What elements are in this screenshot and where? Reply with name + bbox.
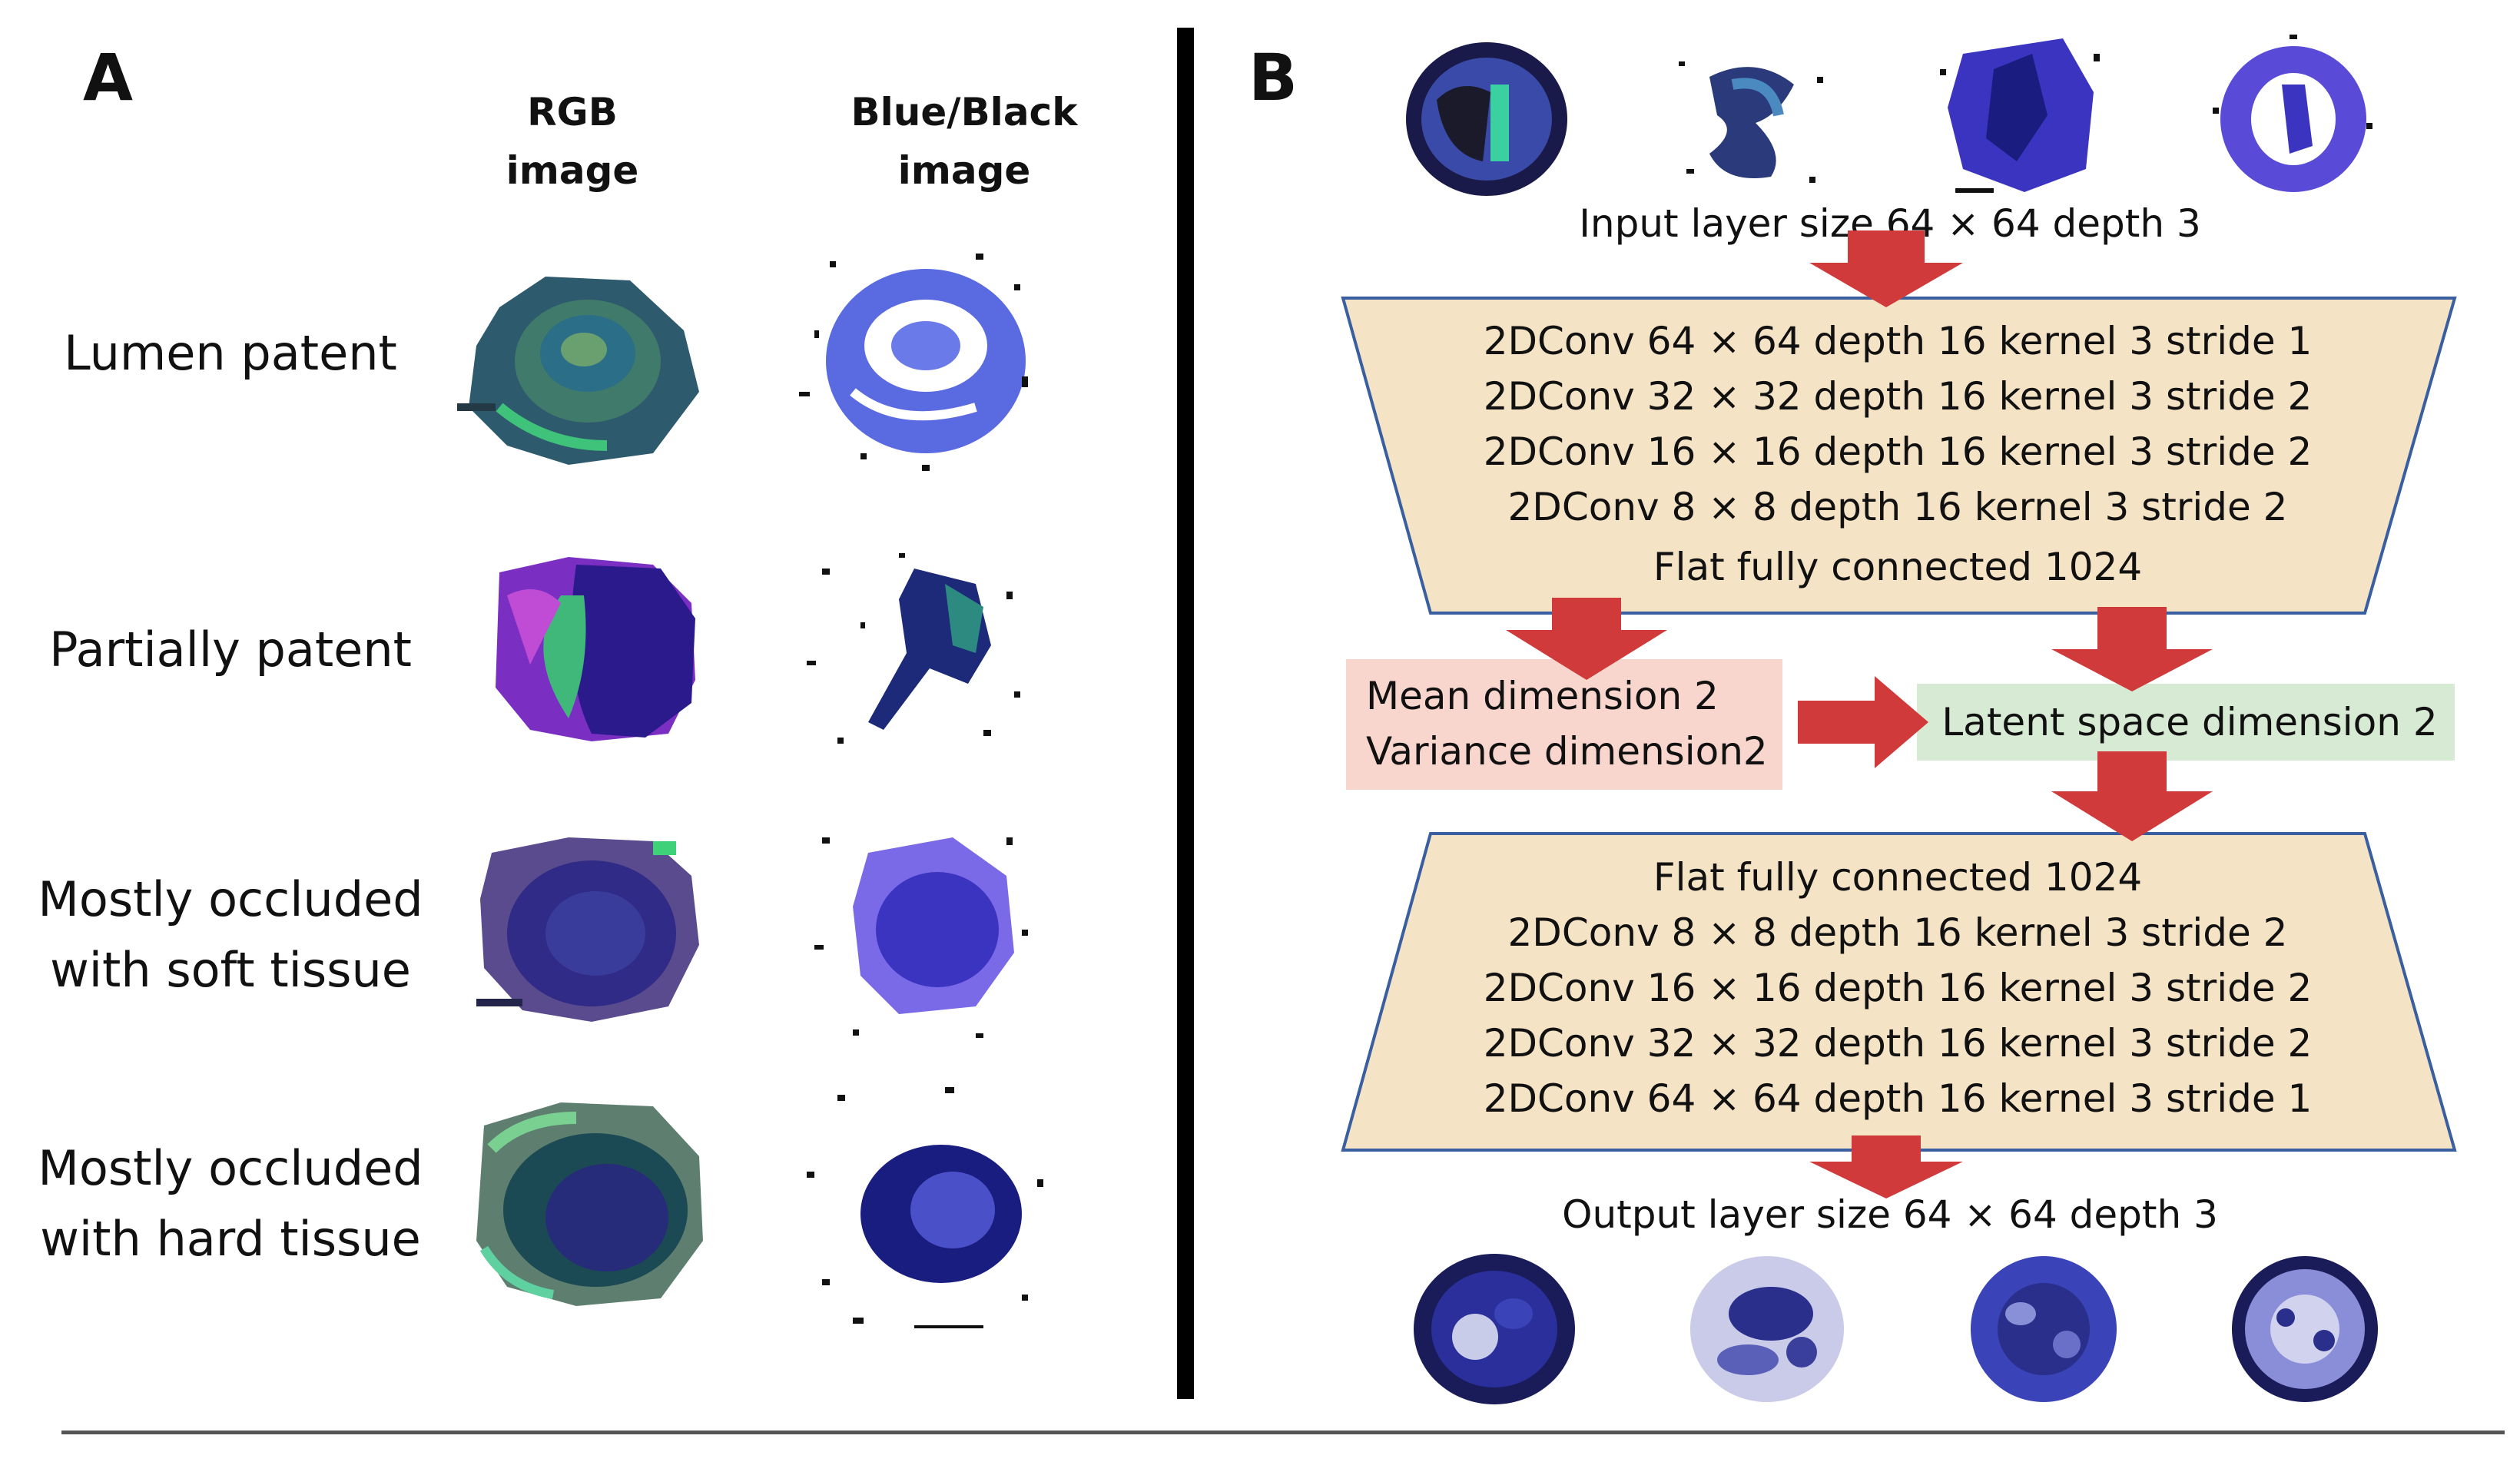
arrow-decoder-output [1809,1135,1963,1198]
latent-box-bg [1917,684,2455,761]
column-header-rgb-line-1: RGB [527,90,618,134]
arrow-latent-decoder [2051,751,2213,841]
blue-black-image-lumen-patent [799,254,1028,471]
output-image-2 [1690,1256,1844,1402]
decoder-layer-5: 2DConv 64 × 64 depth 16 kernel 3 stride … [1483,1076,2313,1121]
input-image-2 [1679,61,1823,183]
panel-a-label: A [83,40,134,115]
arrow-input-encoder [1809,230,1963,307]
input-image-4 [2213,35,2372,192]
blue-black-image-soft-tissue [814,837,1028,1038]
output-image-3 [1971,1256,2117,1402]
row-label-soft-tissue-line-2: with soft tissue [50,942,411,998]
column-header-rgb: RGB image [461,83,684,200]
output-layer-caption: Output layer size 64 × 64 depth 3 [1562,1192,2218,1237]
row-label-hard-tissue-line-2: with hard tissue [40,1211,421,1267]
arrow-encoder-latent [2051,607,2213,691]
latent-box: Latent space dimension 2 [1941,700,2438,744]
panel-b-label: B [1248,40,1298,115]
encoder-layer-2: 2DConv 32 × 32 depth 16 kernel 3 stride … [1483,374,2313,419]
row-label-lumen-patent-line-1: Lumen patent [64,325,397,381]
rgb-image-soft-tissue [476,837,699,1022]
encoder-layer-1: 2DConv 64 × 64 depth 16 kernel 3 stride … [1483,319,2313,363]
row-label-partially-patent: Partially patent [15,615,446,685]
bottom-rule [61,1431,2505,1434]
blue-black-image-partially-patent [807,553,1020,744]
encoder-trapezoid [1341,297,2457,615]
decoder-layer-2: 2DConv 8 × 8 depth 16 kernel 3 stride 2 [1507,910,2288,955]
stats-box-mean: Mean dimension 2 [1366,674,1719,718]
output-image-1 [1414,1254,1575,1404]
input-image-3 [1940,38,2100,193]
column-header-rgb-line-2: image [506,148,639,193]
rgb-image-partially-patent [496,557,695,741]
stats-box-variance: Variance dimension2 [1366,729,1768,774]
decoder-layers: Flat fully connected 1024 2DConv 8 × 8 d… [1429,850,2366,1126]
panel-divider [1177,28,1194,1399]
arrow-stats-latent [1798,676,1928,768]
output-image-4 [2232,1256,2378,1402]
rgb-image-lumen-patent [457,277,699,465]
encoder-layer-5: Flat fully connected 1024 [1653,545,2143,589]
row-label-partially-patent-line-1: Partially patent [49,622,412,678]
decoder-layer-3: 2DConv 16 × 16 depth 16 kernel 3 stride … [1483,966,2313,1010]
row-label-hard-tissue-line-1: Mostly occluded [38,1140,423,1196]
arrow-encoder-stats [1506,598,1667,680]
row-label-hard-tissue: Mostly occluded with hard tissue [15,1133,446,1275]
decoder-layer-4: 2DConv 32 × 32 depth 16 kernel 3 stride … [1483,1021,2313,1066]
row-label-soft-tissue: Mostly occluded with soft tissue [15,864,446,1006]
encoder-layer-3: 2DConv 16 × 16 depth 16 kernel 3 stride … [1483,429,2313,474]
encoder-layers: 2DConv 64 × 64 depth 16 kernel 3 stride … [1429,313,2366,595]
stats-box: Mean dimension 2 Variance dimension2 [1346,668,1768,779]
row-label-soft-tissue-line-1: Mostly occluded [38,871,423,927]
column-header-blue-black-line-1: Blue/Black [850,90,1078,134]
column-header-blue-black: Blue/Black image [814,83,1114,200]
encoder-layer-4: 2DConv 8 × 8 depth 16 kernel 3 stride 2 [1507,485,2288,529]
blue-black-image-hard-tissue [807,1087,1043,1328]
row-label-lumen-patent: Lumen patent [15,318,446,389]
decoder-trapezoid [1341,832,2457,1152]
column-header-blue-black-line-2: image [897,148,1031,193]
stats-box-bg [1346,659,1782,790]
decoder-layer-1: Flat fully connected 1024 [1653,855,2143,900]
rgb-image-hard-tissue [476,1102,703,1306]
input-image-1 [1406,42,1567,196]
